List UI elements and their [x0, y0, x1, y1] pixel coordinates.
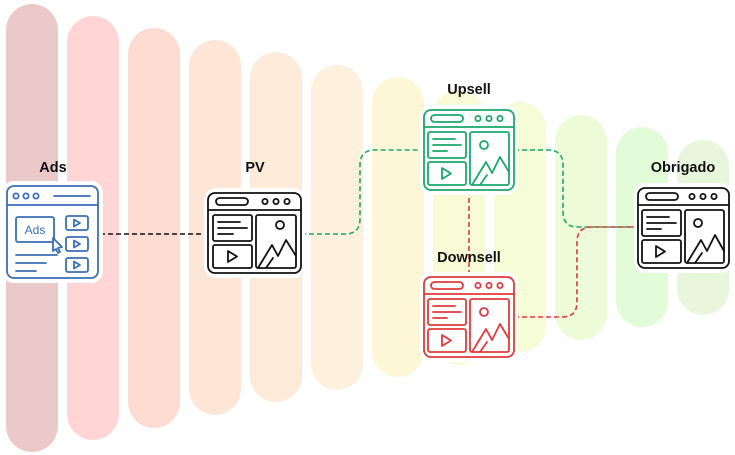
ads-window-icon: [6, 185, 99, 279]
downsell-label: Downsell: [437, 250, 501, 266]
upsell-label: Upsell: [447, 82, 491, 98]
bg-bar-3: [128, 28, 180, 428]
connector-upsell-obrigado: [514, 149, 638, 228]
downsell-window-icon: [423, 276, 515, 358]
obrigado-window-icon: [637, 187, 730, 269]
background-bars: [6, 4, 729, 452]
obrigado-label: Obrigado: [651, 160, 716, 176]
bg-bar-7: [372, 77, 424, 377]
obrigado-node: Obrigado: [634, 160, 733, 273]
connector-pv-upsell: [301, 149, 424, 235]
pv-window-icon: [207, 192, 302, 274]
upsell-node: Upsell: [420, 82, 518, 195]
ads-node: Ads Ads: [2, 160, 103, 283]
bg-bar-6: [311, 65, 363, 390]
connectors: [100, 149, 638, 318]
pv-label: PV: [245, 160, 265, 176]
upsell-window-icon: [423, 109, 515, 191]
pv-node: PV: [204, 160, 305, 278]
ads-inner-text: Ads: [25, 223, 46, 237]
ads-label: Ads: [39, 160, 66, 176]
downsell-node: Downsell: [420, 250, 518, 362]
